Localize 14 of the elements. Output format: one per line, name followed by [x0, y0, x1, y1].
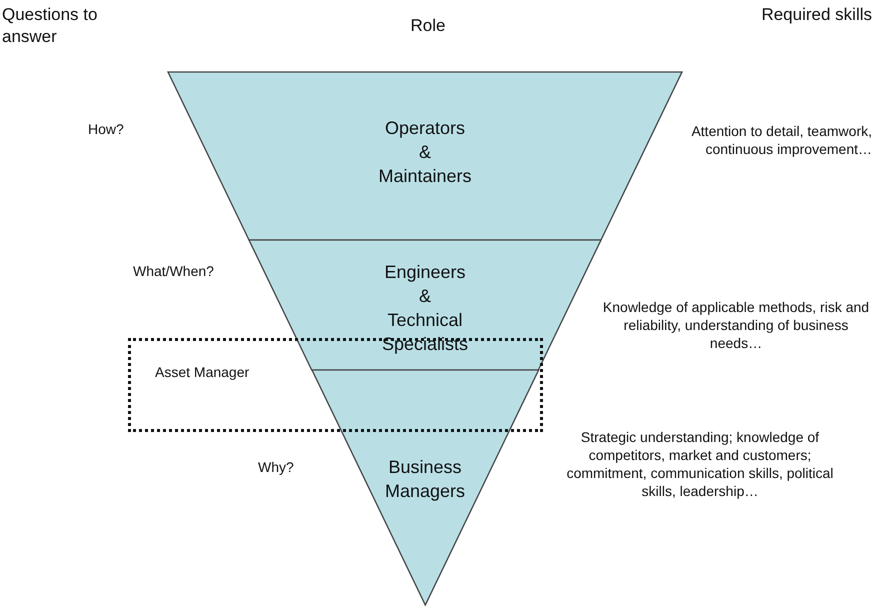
question-label: How? — [88, 120, 125, 138]
role-label: Asset Manager — [155, 364, 250, 380]
role-label: Business Managers — [384, 456, 465, 503]
skills-text: Strategic understanding; knowledge of competitors, market and customers; commitment, communication skills, political skills, leadership… — [566, 428, 834, 500]
column-heading: Role — [410, 15, 446, 37]
column-heading: Required skills — [760, 4, 872, 26]
role-label: Operators & Maintainers — [378, 117, 472, 188]
skills-text: Attention to detail, teamwork, continuous improvement… — [690, 122, 872, 158]
question-label: Why? — [258, 458, 295, 476]
question-label: What/When? — [133, 262, 215, 280]
dotted-frame — [128, 338, 543, 432]
skills-text: Knowledge of applicable methods, risk and reliability, understanding of business needs… — [602, 298, 870, 352]
column-heading: Questions to answer — [2, 4, 98, 48]
role-label: Engineers & Technical Specialists — [382, 261, 468, 356]
